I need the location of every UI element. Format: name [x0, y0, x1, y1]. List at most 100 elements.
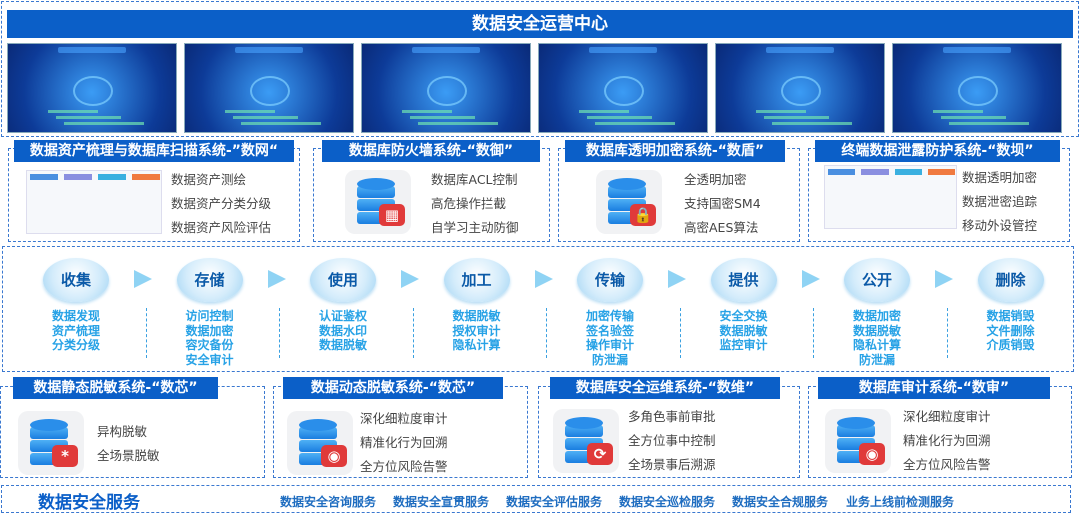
dashboard-thumbnail[interactable]: [892, 43, 1062, 133]
lifecycle-item: 隐私计算: [852, 338, 901, 352]
feature-item: 自学习主动防御: [431, 220, 519, 235]
lifecycle-item: 分类分级: [51, 338, 100, 352]
screenshot-card: [894, 169, 922, 175]
page-title: 数据安全运营中心: [7, 10, 1073, 38]
mark-icon: ▦: [379, 204, 405, 226]
lifecycle-item: 授权审计: [452, 323, 501, 338]
lifecycle-item: 数据加密: [852, 309, 901, 323]
system-title: 数据资产梳理与数据库扫描系统-”数网“: [14, 140, 294, 162]
thumbnail-header: [412, 47, 480, 53]
feature-item: 数据库ACL控制: [431, 172, 518, 187]
thumbnail-bar: [241, 122, 321, 125]
thumbnail-bar: [756, 110, 806, 113]
db-top: [357, 178, 395, 190]
thumbnail-bar: [933, 110, 983, 113]
mark-icon: ◉: [321, 445, 347, 467]
lifecycle-item: 数据销毁: [986, 309, 1035, 323]
mark-icon: ◉: [859, 443, 885, 465]
service-item: 数据安全评估服务: [506, 495, 603, 509]
lifecycle-item: 防泄漏: [591, 352, 628, 367]
database-eye-icon: ◉: [287, 411, 353, 475]
system-title: 数据库审计系统-“数审”: [818, 377, 1050, 399]
system-title: 数据库安全运维系统-“数维”: [550, 377, 780, 399]
db-top: [30, 419, 68, 431]
services-title: 数据安全服务: [38, 493, 140, 513]
mark-icon: ⟳: [587, 443, 613, 465]
feature-item: 全方位事中控制: [628, 433, 716, 448]
screenshot-card: [98, 174, 126, 180]
thumbnail-header: [766, 47, 834, 53]
feature-item: 数据资产风险评估: [171, 220, 272, 235]
operations-center-panel: [1, 1, 1079, 137]
lifecycle-item: 监控审计: [719, 338, 768, 352]
thumbnail-bar: [64, 122, 144, 125]
divider: [946, 308, 948, 358]
lifecycle-stage[interactable]: 公开: [844, 258, 910, 302]
feature-item: 深化细粒度审计: [903, 409, 991, 424]
screenshot-card: [132, 174, 160, 180]
dashboard-thumbnail[interactable]: [361, 43, 531, 133]
lifecycle-item: 容灾备份: [185, 338, 234, 352]
lifecycle-item: 数据脱敏: [719, 323, 768, 338]
dashboard-thumbnail[interactable]: [538, 43, 708, 133]
lifecycle-stage[interactable]: 存储: [176, 258, 243, 302]
feature-item: 深化细粒度审计: [360, 411, 448, 426]
thumbnail-header: [235, 47, 303, 53]
service-item: 数据安全合规服务: [732, 495, 829, 509]
feature-item: 全方位风险告警: [903, 457, 991, 472]
lifecycle-item: 签名验签: [585, 323, 634, 338]
feature-item: 高密AES算法: [684, 220, 759, 235]
service-item: 数据安全巡检服务: [619, 495, 716, 509]
dashboard-thumbnail[interactable]: [715, 43, 885, 133]
thumbnail-bar: [233, 116, 298, 119]
screenshot-card: [64, 174, 92, 180]
lifecycle-stage[interactable]: 加工: [443, 258, 510, 302]
lifecycle-item: 认证鉴权: [318, 309, 367, 323]
thumbnail-bar: [764, 116, 829, 119]
system-box: [558, 148, 800, 242]
lifecycle-item: 数据发现: [51, 309, 100, 323]
lifecycle-stage[interactable]: 传输: [577, 258, 643, 302]
feature-item: 全方位风险告警: [360, 459, 448, 474]
mark-icon: *: [52, 445, 78, 467]
feature-item: 全场景脱敏: [97, 448, 160, 463]
divider: [279, 308, 280, 358]
arrow-right-icon: [401, 270, 419, 288]
thumbnail-bar: [410, 116, 475, 119]
divider: [813, 308, 814, 358]
thumbnail-bar: [941, 116, 1006, 119]
divider: [679, 308, 681, 358]
dashboard-thumbnail[interactable]: [7, 43, 177, 133]
screenshot-card: [828, 169, 856, 175]
thumbnail-ring: [958, 76, 998, 106]
lifecycle-panel: [2, 246, 1074, 372]
dashboard-thumbnail[interactable]: [184, 43, 354, 133]
database-lock-icon: 🔒: [596, 170, 662, 234]
screenshot-card: [30, 174, 58, 180]
lifecycle-item: 访问控制: [185, 309, 234, 323]
feature-item: 精准化行为回溯: [360, 435, 448, 450]
lifecycle-stage[interactable]: 使用: [310, 258, 376, 302]
thumbnail-bar: [595, 122, 675, 125]
db-top: [299, 419, 337, 431]
feature-item: 多角色事前审批: [628, 409, 716, 424]
lifecycle-stage[interactable]: 提供: [710, 258, 777, 302]
arrow-right-icon: [801, 270, 820, 288]
system-title: 数据动态脱敏系统-“数芯”: [283, 377, 503, 399]
feature-item: 数据资产分类分级: [171, 196, 272, 211]
lifecycle-item: 介质销毁: [986, 338, 1035, 352]
thumbnail-bar: [418, 122, 498, 125]
thumbnail-bar: [225, 110, 275, 113]
feature-item: 高危操作拦截: [431, 196, 507, 211]
lifecycle-item: 数据脱敏: [452, 309, 501, 323]
lifecycle-stage[interactable]: 删除: [977, 258, 1044, 302]
lifecycle-item: 数据脱敏: [318, 338, 367, 352]
thumbnail-bar: [48, 110, 98, 113]
lifecycle-item: 数据加密: [185, 323, 234, 338]
system-title: 数据静态脱敏系统-“数芯”: [13, 377, 218, 399]
lifecycle-stage[interactable]: 收集: [43, 258, 109, 302]
feature-item: 支持国密SM4: [684, 196, 761, 211]
lifecycle-items: 认证鉴权数据水印数据脱敏: [298, 309, 388, 353]
lifecycle-item: 防泄漏: [858, 352, 895, 367]
feature-item: 全透明加密: [684, 172, 747, 187]
